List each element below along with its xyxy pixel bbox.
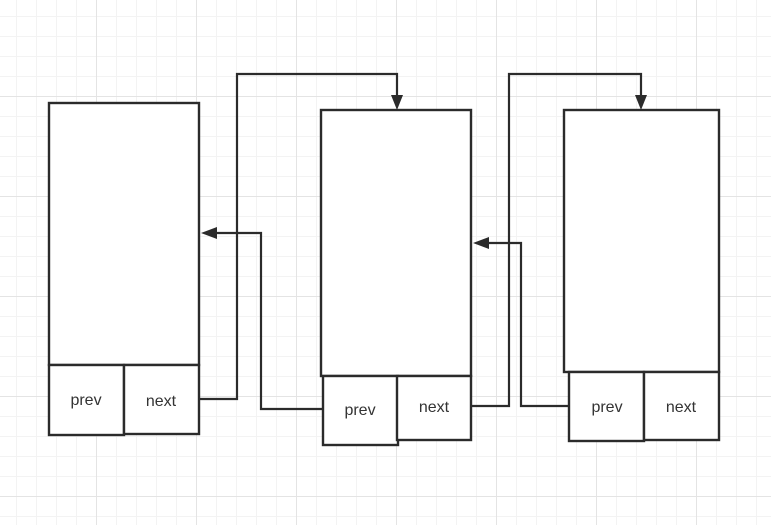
edge-node-1-next-to-node-2 [200,72,403,401]
node-2-prev-label: prev [344,402,375,419]
edge-node-3-prev-to-node-2 [473,237,568,408]
arrowhead-left-icon [473,237,489,249]
node-2-next-label: next [419,399,450,416]
node-3-prev-label: prev [591,399,622,416]
node-3-data-box [562,108,721,374]
node-1-prev-cell [47,363,126,437]
node-1-data-box [47,101,201,367]
arrowhead-left-icon [201,227,217,239]
edge-node-2-prev-to-node-1 [201,227,322,411]
node-3-next-label: next [666,399,697,416]
node-1: prev next [47,101,201,437]
node-3-prev-cell [567,370,646,443]
arrowhead-down-icon [391,95,403,110]
node-1-next-label: next [146,393,177,410]
node-2-data-box [319,108,473,378]
node-3-next-cell [642,370,721,442]
node-2-next-cell [395,374,473,442]
node-2: prev next [319,108,473,447]
node-3: prev next [562,108,721,443]
node-2-prev-cell [321,374,400,447]
node-1-prev-label: prev [70,392,101,409]
edge-node-2-next-to-node-3 [472,72,647,408]
node-1-next-cell [122,363,201,436]
arrowhead-down-icon [635,95,647,110]
